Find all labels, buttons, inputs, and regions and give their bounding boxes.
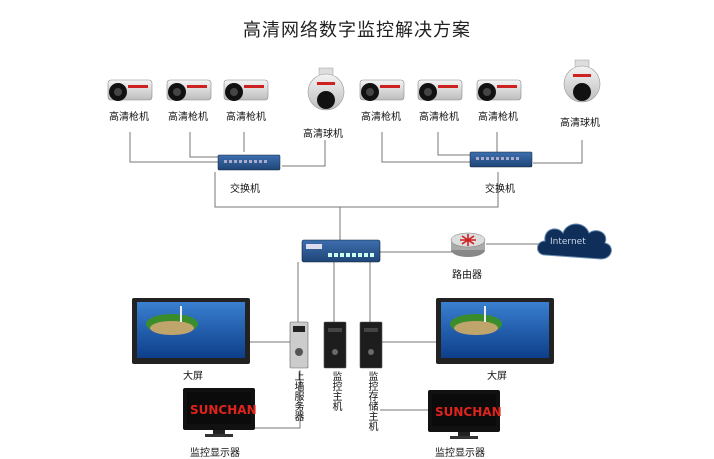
dome-camera-2 bbox=[563, 59, 601, 103]
internet-label: Internet bbox=[550, 237, 586, 247]
router-icon bbox=[450, 232, 486, 257]
bullet-camera-3 bbox=[223, 79, 269, 101]
internet-cloud-icon bbox=[537, 223, 612, 260]
label-bullet-camera-1: 高清枪机 bbox=[109, 112, 149, 123]
label-bullet-camera-5: 高清枪机 bbox=[419, 112, 459, 123]
bullet-camera-6 bbox=[476, 79, 522, 101]
label-dome-camera-1: 高清球机 bbox=[303, 129, 343, 140]
label-monitor-right: 监控显示器 bbox=[435, 448, 485, 459]
monitor-brand-right: SUNCHAN bbox=[435, 405, 502, 419]
label-monitor-left: 监控显示器 bbox=[190, 448, 240, 459]
switch-right bbox=[469, 151, 533, 168]
connection-lines bbox=[129, 132, 583, 429]
label-big-screen-right: 大屏 bbox=[487, 371, 507, 382]
bullet-camera-1 bbox=[107, 79, 153, 101]
label-bullet-camera-6: 高清枪机 bbox=[478, 112, 518, 123]
big-screen-right bbox=[436, 298, 554, 364]
label-dome-camera-2: 高清球机 bbox=[560, 118, 600, 129]
core-switch bbox=[301, 239, 381, 263]
label-bullet-camera-3: 高清枪机 bbox=[226, 112, 266, 123]
label-big-screen-left: 大屏 bbox=[183, 371, 203, 382]
label-storage-host: 监控存储主机 bbox=[366, 371, 377, 431]
dome-camera-1 bbox=[307, 67, 345, 111]
bullet-camera-4 bbox=[359, 79, 405, 101]
label-monitor-host: 监控主机 bbox=[330, 371, 341, 411]
bullet-camera-2 bbox=[166, 79, 212, 101]
bullet-camera-5 bbox=[417, 79, 463, 101]
monitor-right bbox=[428, 390, 500, 439]
label-switch-left: 交换机 bbox=[230, 184, 260, 195]
monitor-brand-left: SUNCHAN bbox=[190, 403, 257, 417]
wall-server-tower bbox=[289, 321, 309, 369]
big-screen-left bbox=[132, 298, 250, 364]
storage-host-tower bbox=[359, 321, 383, 369]
label-wall-server: 上墙服务器 bbox=[292, 371, 303, 421]
monitor-host-tower bbox=[323, 321, 347, 369]
switch-left bbox=[217, 154, 281, 171]
label-bullet-camera-4: 高清枪机 bbox=[361, 112, 401, 123]
label-switch-right: 交换机 bbox=[485, 184, 515, 195]
monitor-left bbox=[183, 388, 255, 437]
page-title: 高清网络数字监控解决方案 bbox=[243, 20, 471, 41]
label-router: 路由器 bbox=[452, 270, 482, 281]
label-bullet-camera-2: 高清枪机 bbox=[168, 112, 208, 123]
